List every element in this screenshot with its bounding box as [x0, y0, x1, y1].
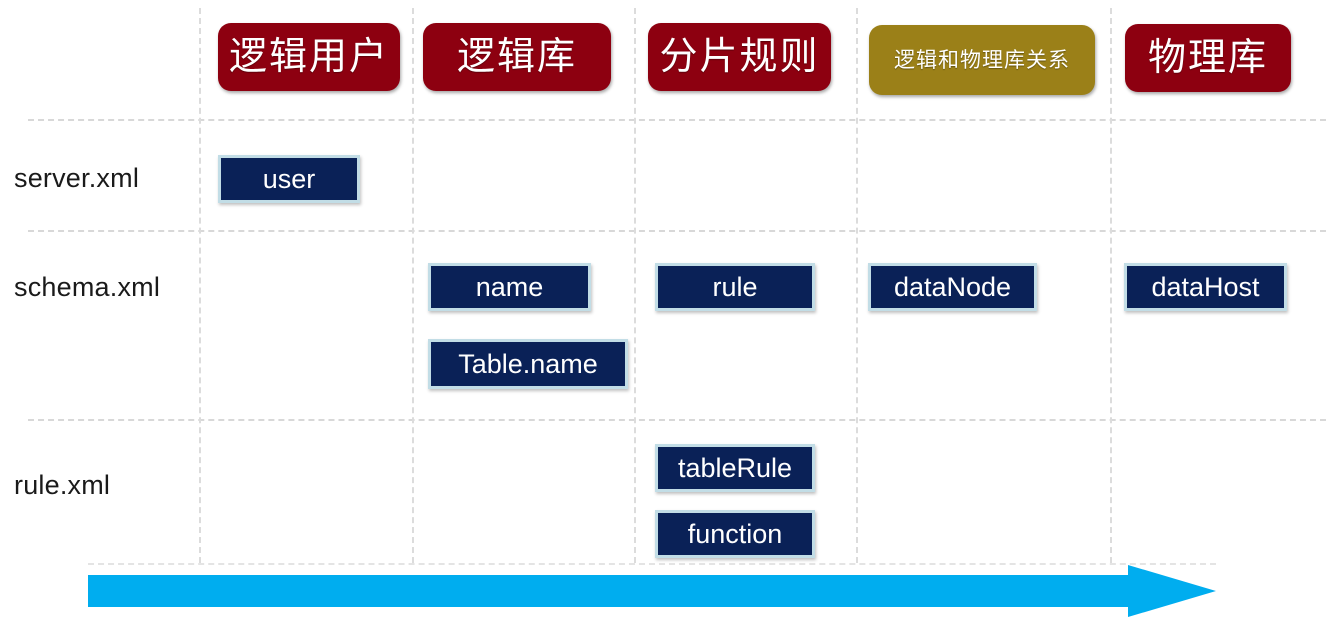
grid-vline-4	[856, 8, 858, 563]
column-header-logical-user[interactable]: 逻辑用户	[218, 23, 400, 91]
column-header-physical-db[interactable]: 物理库	[1125, 24, 1291, 92]
tag-datahost[interactable]: dataHost	[1124, 263, 1287, 311]
row-label-schema-xml: schema.xml	[14, 272, 161, 302]
grid-hline-1	[28, 119, 1326, 121]
flow-arrow-shape	[88, 565, 1216, 617]
tag-rule[interactable]: rule	[655, 263, 815, 311]
grid-vline-2	[412, 8, 414, 563]
grid-vline-1	[199, 8, 201, 563]
row-label-server-xml: server.xml	[14, 163, 140, 193]
grid-hline-2	[28, 230, 1326, 232]
grid-hline-4	[88, 563, 1216, 565]
tag-tablerule[interactable]: tableRule	[655, 444, 815, 492]
grid-hline-3	[28, 419, 1326, 421]
column-header-logical-physical[interactable]: 逻辑和物理库关系	[869, 25, 1095, 95]
column-header-label: 分片规则	[659, 36, 820, 78]
tag-user[interactable]: user	[218, 155, 360, 203]
column-header-label: 逻辑和物理库关系	[894, 47, 1070, 72]
tag-datanode[interactable]: dataNode	[868, 263, 1037, 311]
tag-table-name[interactable]: Table.name	[428, 339, 628, 389]
grid-vline-3	[634, 8, 636, 563]
column-header-logical-db[interactable]: 逻辑库	[423, 23, 611, 91]
tag-name[interactable]: name	[428, 263, 591, 311]
row-label-rule-xml: rule.xml	[14, 470, 111, 500]
tag-function[interactable]: function	[655, 510, 815, 558]
column-header-label: 物理库	[1147, 37, 1268, 79]
flow-arrow	[88, 565, 1216, 617]
column-header-label: 逻辑用户	[228, 36, 389, 78]
grid-vline-5	[1110, 8, 1112, 563]
column-header-label: 逻辑库	[456, 36, 577, 78]
column-header-shard-rule[interactable]: 分片规则	[648, 23, 831, 91]
